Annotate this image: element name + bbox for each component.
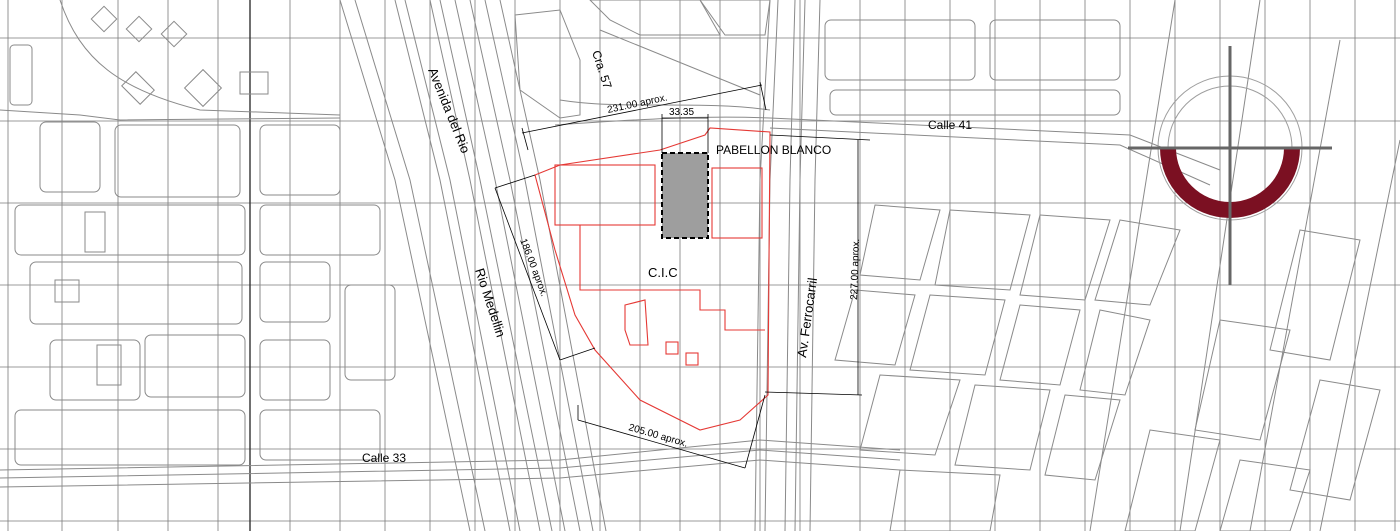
pabellon-blanco-label: PABELLON BLANCO [716, 143, 831, 157]
east-blocks [824, 0, 1400, 531]
east-dimension-label: 227.00 aprox. [849, 239, 862, 301]
pabellon-blanco-building[interactable] [661, 152, 709, 239]
west-blocks [0, 0, 396, 466]
calle-41-label: Calle 41 [928, 118, 972, 132]
rio-medellin-label: Rio Medellin [472, 266, 508, 339]
dimension-lines [494, 81, 871, 469]
cra-57-label: Cra. 57 [589, 49, 615, 91]
pavilion-width-label: 33.35 [669, 107, 694, 118]
top-dimension-label: 231.00 aprox. [606, 92, 668, 115]
cic-label: C.I.C [648, 265, 678, 280]
calle-33-road [0, 439, 901, 488]
ferrocarril-corridor [754, 0, 821, 531]
river-corridor [339, 0, 607, 531]
north-arrow-icon [1128, 46, 1332, 285]
cic-site-outline [534, 127, 771, 431]
calle-33-label: Calle 33 [362, 451, 406, 465]
